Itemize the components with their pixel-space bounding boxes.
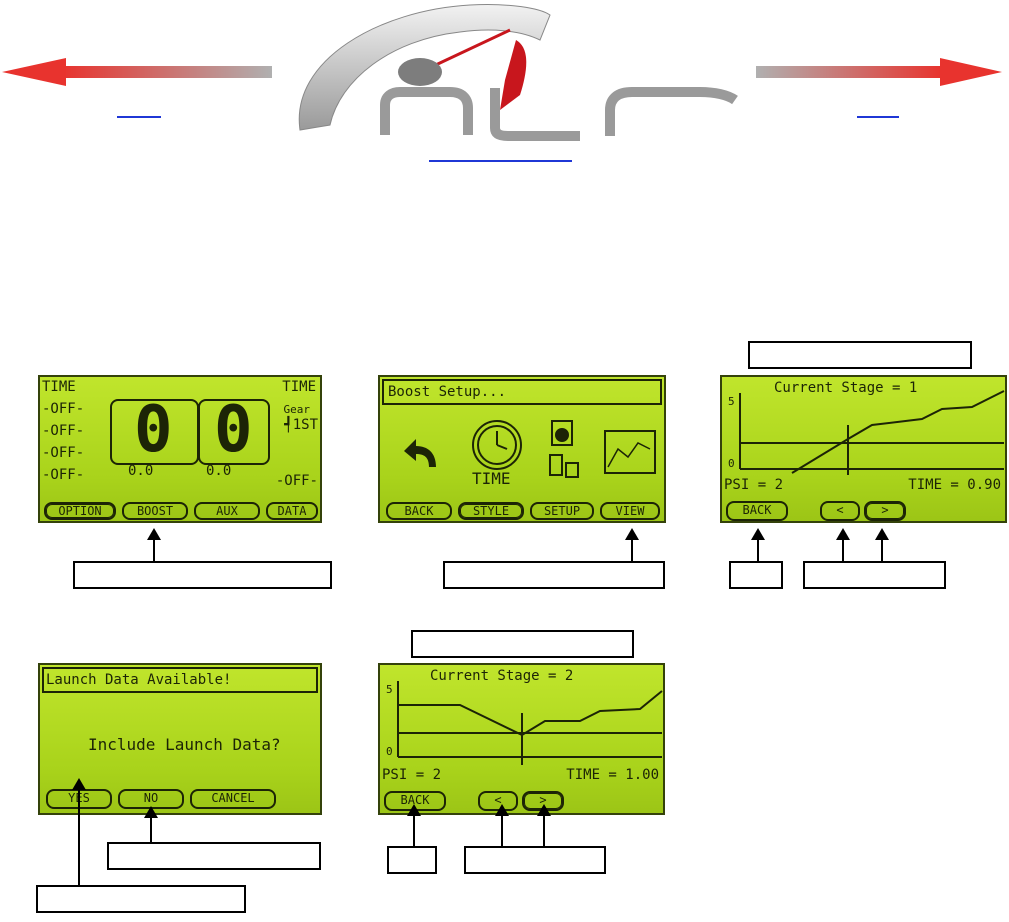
main-display-screen: TIME TIME -OFF- -OFF- -OFF- -OFF- 0 0 Ge… [38, 375, 322, 523]
pointer-stage2-prev [495, 804, 509, 846]
setup-button[interactable]: SETUP [530, 502, 594, 520]
value-b: 0.0 [206, 463, 232, 479]
pointer-stage2-next [537, 804, 551, 846]
view-button[interactable]: VIEW [600, 502, 660, 520]
title-bar: Boost Setup... [382, 379, 662, 405]
back-arrow-icon [2, 58, 272, 86]
pointer-stage1-back [751, 528, 765, 561]
time-right-label: TIME [282, 379, 316, 395]
digit-box-2: 0 [198, 393, 270, 467]
pointer-stage2-back [407, 804, 421, 846]
stage2-title: Current Stage = 2 [430, 668, 574, 684]
stage2-screen: Current Stage = 2 5 0 PSI = 2 TIME = 1.0… [378, 663, 665, 815]
stage1-psi: PSI = 2 [724, 477, 784, 493]
callout-stage1-title [748, 341, 972, 369]
cancel-button[interactable]: CANCEL [190, 789, 276, 809]
callout-stage1-nav [803, 561, 946, 589]
stage1-time: TIME = 0.90 [908, 477, 1001, 493]
boost-setup-icons [404, 420, 656, 478]
callout-boost [73, 561, 332, 589]
header-graphics [2, 4, 1002, 141]
aux-button[interactable]: AUX [194, 502, 260, 520]
option-button[interactable]: OPTION [44, 502, 116, 520]
style-button[interactable]: STYLE [458, 502, 524, 520]
setup-icon [549, 420, 579, 478]
home-link[interactable] [429, 160, 572, 162]
pointer-no [144, 806, 158, 842]
graph-icon [604, 430, 656, 474]
stage1-graph [739, 390, 1005, 475]
stage2-y-bottom: 0 [386, 745, 393, 758]
nlr-logo [298, 4, 738, 141]
launch-prompt: Include Launch Data? [88, 735, 281, 754]
digit-1: 0 [134, 393, 173, 467]
prev-link[interactable] [117, 116, 161, 118]
boost-button[interactable]: BOOST [122, 502, 188, 520]
digit-2: 0 [214, 393, 253, 467]
pointer-boost [147, 528, 161, 561]
data-button[interactable]: DATA [266, 502, 318, 520]
stage2-psi: PSI = 2 [382, 767, 442, 783]
next-link[interactable] [857, 116, 899, 118]
pointer-view [625, 528, 639, 561]
callout-view [443, 561, 665, 589]
pointer-yes [72, 778, 86, 885]
boost-setup-title: Boost Setup... [388, 384, 507, 400]
launch-title: Launch Data Available! [46, 672, 232, 688]
stage2-time: TIME = 1.00 [566, 767, 659, 783]
digit-box-1: 0 [110, 393, 199, 467]
clock-icon [472, 420, 522, 470]
left-value-3: -OFF- [42, 445, 85, 461]
stage2-graph [397, 681, 663, 765]
callout-stage2-title [411, 630, 634, 658]
gear-label: Gear [283, 403, 311, 416]
pointer-stage1-next [875, 528, 889, 561]
gear-value: ┩1ST [284, 417, 318, 433]
launch-title-bar: Launch Data Available! [42, 667, 318, 693]
left-value-4: -OFF- [42, 467, 85, 483]
back-icon [404, 439, 436, 467]
right-off-value: -OFF- [275, 473, 318, 489]
pointer-stage1-prev [836, 528, 850, 561]
forward-arrow-icon [756, 58, 1002, 86]
callout-stage2-back [387, 846, 437, 874]
time-label: TIME [472, 469, 511, 488]
callout-yes [36, 885, 246, 913]
launch-data-screen: Launch Data Available! Include Launch Da… [38, 663, 322, 815]
stage1-title: Current Stage = 1 [774, 380, 918, 396]
stage1-y-top: 5 [728, 395, 735, 408]
left-value-1: -OFF- [42, 401, 85, 417]
value-a: 0.0 [128, 463, 154, 479]
stage2-y-top: 5 [386, 683, 393, 696]
boost-setup-screen: Boost Setup... TIME BACK STYLE SETUP VIE… [378, 375, 666, 523]
callout-stage2-nav [464, 846, 606, 874]
stage1-prev-button[interactable]: < [820, 501, 860, 521]
back-button[interactable]: BACK [386, 502, 452, 520]
stage1-next-button[interactable]: > [864, 501, 906, 521]
stage1-back-button[interactable]: BACK [726, 501, 788, 521]
stage1-screen: Current Stage = 1 5 0 PSI = 2 TIME = 0.9… [720, 375, 1007, 523]
stage1-y-bottom: 0 [728, 457, 735, 470]
callout-stage1-back [729, 561, 783, 589]
time-left-label: TIME [42, 379, 76, 395]
callout-no [107, 842, 321, 870]
left-value-2: -OFF- [42, 423, 85, 439]
